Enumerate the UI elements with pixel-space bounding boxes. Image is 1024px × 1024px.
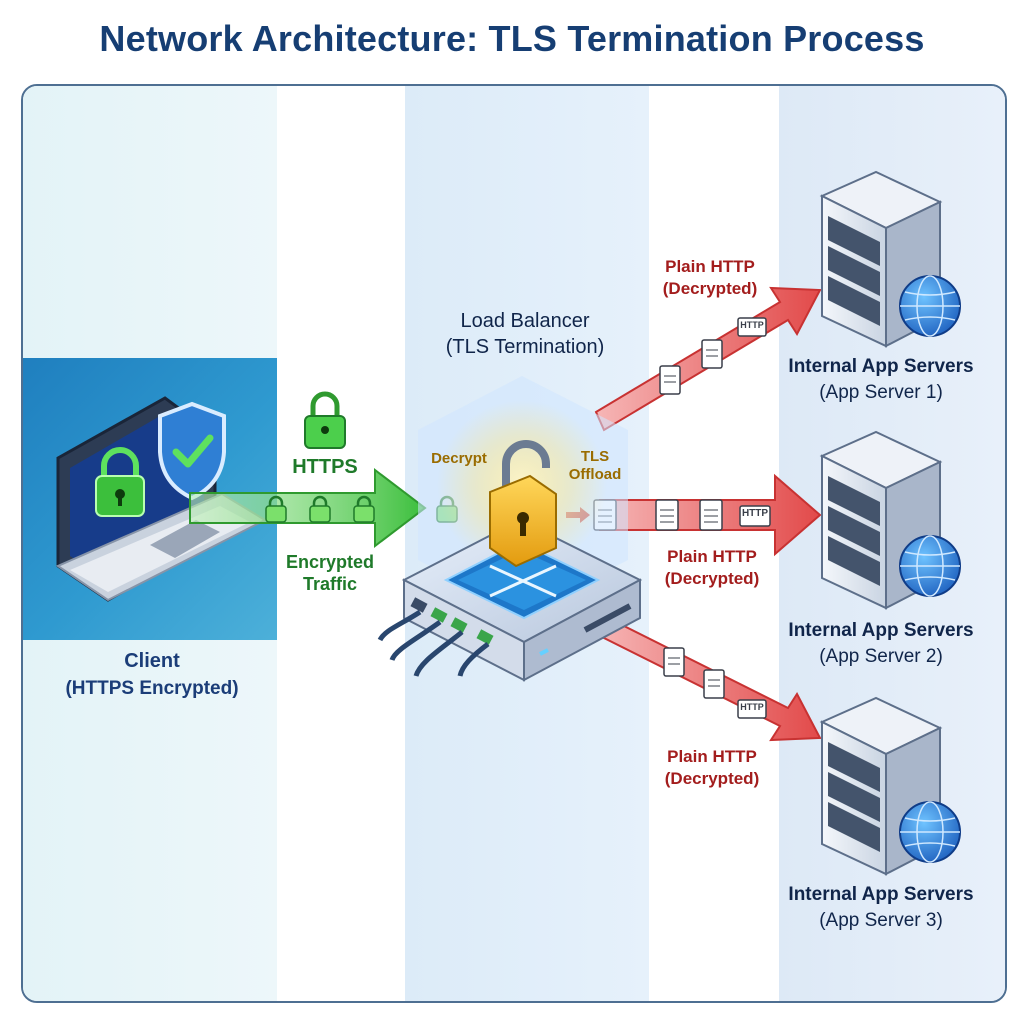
http-link-1-label-line2: (Decrypted) xyxy=(662,279,758,298)
packet-doc-icon xyxy=(655,499,679,531)
http-link-2-label-line2: (Decrypted) xyxy=(664,569,760,588)
load-balancer-label: Load Balancer xyxy=(460,310,590,332)
https-lock-1 xyxy=(265,495,287,523)
client-label: Client xyxy=(124,650,180,672)
diagram-title: Network Architecture: TLS Termination Pr… xyxy=(99,18,925,59)
server-3-sublabel: (App Server 3) xyxy=(819,910,943,931)
packet-http-label: HTTP xyxy=(741,508,769,519)
server-3-label: Internal App Servers xyxy=(788,884,974,905)
server-1-label: Internal App Servers xyxy=(788,356,974,377)
http-link-3-label-line2: (Decrypted) xyxy=(664,769,760,788)
packet-http-label: HTTP xyxy=(740,320,764,330)
tls-offload-label-line1: TLS xyxy=(580,448,610,465)
lane-http xyxy=(649,86,779,1001)
packet-http-label: HTTP xyxy=(740,702,764,712)
packet-doc-icon xyxy=(699,499,723,531)
https-sublabel-line1: Encrypted xyxy=(285,552,375,572)
https-label: HTTPS xyxy=(292,456,358,478)
load-balancer-sublabel: (TLS Termination) xyxy=(445,336,605,358)
https-lock-2 xyxy=(309,495,331,523)
packet-http-icon xyxy=(739,505,771,527)
server-2-icon xyxy=(819,430,961,610)
packet-doc-icon xyxy=(703,669,725,699)
http-link-3-label-line1: Plain HTTP xyxy=(667,747,757,766)
client-sublabel: (HTTPS Encrypted) xyxy=(65,678,239,699)
padlock-icon xyxy=(95,447,145,517)
tls-offload-label-line2: Offload xyxy=(568,466,622,483)
https-lock-3 xyxy=(353,495,375,523)
server-3-icon xyxy=(819,696,961,876)
server-1-icon xyxy=(819,170,961,348)
open-padlock-icon xyxy=(489,440,557,568)
https-arrow xyxy=(189,467,427,549)
server-1-sublabel: (App Server 1) xyxy=(819,382,943,403)
http-link-2-label-line1: Plain HTTP xyxy=(667,547,757,566)
packet-doc-icon xyxy=(659,365,681,395)
packet-doc-icon xyxy=(663,647,685,677)
server-2-sublabel: (App Server 2) xyxy=(819,646,943,667)
packet-http-icon xyxy=(737,317,767,337)
http-link-1-label-line1: Plain HTTP xyxy=(665,257,755,276)
decrypt-label: Decrypt xyxy=(431,450,487,467)
packet-doc-icon xyxy=(701,339,723,369)
https-sublabel-line2: Traffic xyxy=(302,574,358,594)
server-2-label: Internal App Servers xyxy=(788,620,974,641)
lane-https xyxy=(277,86,405,1001)
load-balancer-device-icon xyxy=(377,518,643,682)
packet-http-icon xyxy=(737,699,767,719)
https-top-padlock-icon xyxy=(304,391,346,449)
